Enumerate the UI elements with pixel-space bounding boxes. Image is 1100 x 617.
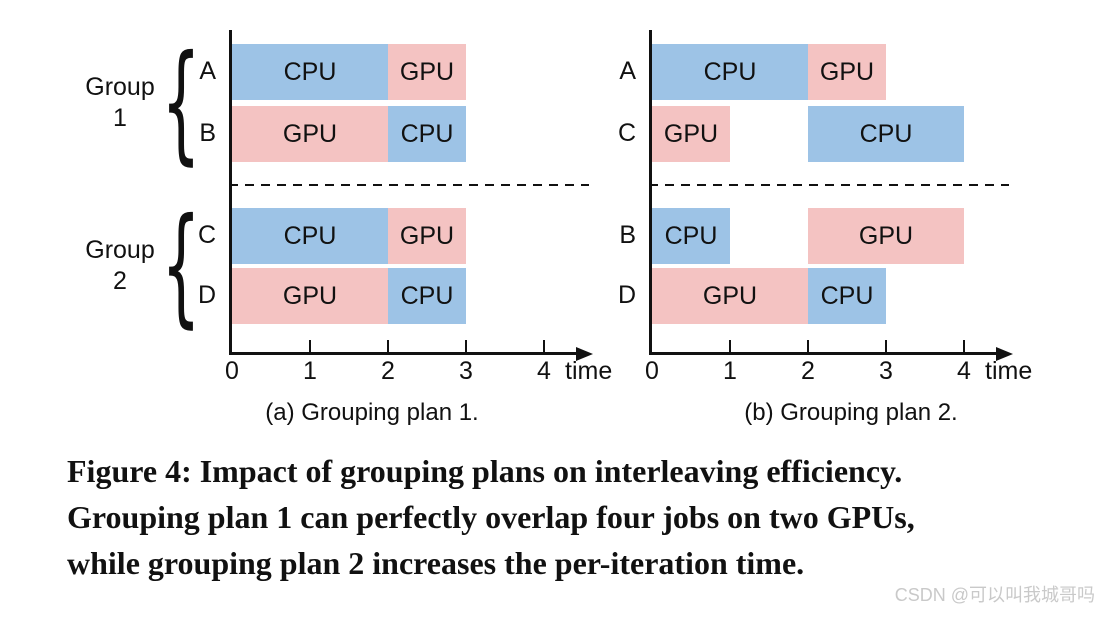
figure-caption-line-3: while grouping plan 2 increases the per-…	[67, 545, 805, 581]
subcaption-b: (b) Grouping plan 2.	[744, 399, 958, 426]
group-separator-dashed-line	[649, 184, 1009, 186]
axis-tick-label: 2	[381, 357, 395, 385]
axis-tick-label: 3	[879, 357, 893, 385]
y-axis-line	[229, 30, 232, 355]
bar-d-gpu: GPU	[652, 268, 808, 324]
group-label: Group 1	[76, 72, 164, 134]
axis-tick	[885, 340, 887, 352]
axis-tick-label: 0	[645, 357, 659, 385]
group-separator-dashed-line	[229, 184, 589, 186]
axis-tick	[543, 340, 545, 352]
row-label-c: C	[197, 221, 216, 249]
bar-d-cpu: CPU	[388, 268, 466, 324]
bar-c-cpu: CPU	[232, 208, 388, 264]
figure-caption: Figure 4: Impact of grouping plans on in…	[67, 448, 915, 586]
row-label-c: C	[617, 119, 636, 147]
axis-tick-label: 4	[957, 357, 971, 385]
bar-b-cpu: CPU	[652, 208, 730, 264]
bar-c-gpu: GPU	[388, 208, 466, 264]
axis-tick	[729, 340, 731, 352]
axis-tick	[963, 340, 965, 352]
group-label-line: 2	[113, 267, 127, 295]
figure-caption-line-2: Grouping plan 1 can perfectly overlap fo…	[67, 499, 915, 535]
subcaption-a: (a) Grouping plan 1.	[265, 399, 479, 426]
time-axis-arrowhead-icon	[996, 347, 1013, 361]
bar-a-cpu: CPU	[652, 44, 808, 100]
row-label-d: D	[617, 281, 636, 309]
bar-c-cpu: CPU	[808, 106, 964, 162]
bar-b-cpu: CPU	[388, 106, 466, 162]
group-label-line: 1	[113, 104, 127, 132]
csdn-watermark: CSDN @可以叫我城哥吗	[894, 585, 1095, 605]
bar-a-cpu: CPU	[232, 44, 388, 100]
y-axis-line	[649, 30, 652, 355]
axis-tick-label: 1	[303, 357, 317, 385]
axis-tick-label: 0	[225, 357, 239, 385]
time-axis-label: time	[985, 357, 1033, 385]
figure-caption-line-1: Figure 4: Impact of grouping plans on in…	[67, 453, 903, 489]
time-axis-arrowhead-icon	[576, 347, 593, 361]
time-axis-line	[229, 352, 577, 355]
bar-a-gpu: GPU	[388, 44, 466, 100]
group-label: Group 2	[76, 235, 164, 297]
axis-tick-label: 1	[723, 357, 737, 385]
axis-tick-label: 3	[459, 357, 473, 385]
axis-tick	[465, 340, 467, 352]
axis-tick	[309, 340, 311, 352]
bar-d-gpu: GPU	[232, 268, 388, 324]
bar-c-gpu: GPU	[652, 106, 730, 162]
row-label-d: D	[197, 281, 216, 309]
group-label-line: Group	[85, 73, 155, 101]
bar-a-gpu: GPU	[808, 44, 886, 100]
row-label-a: A	[619, 57, 636, 85]
axis-tick	[807, 340, 809, 352]
bar-b-gpu: GPU	[232, 106, 388, 162]
time-axis-label: time	[565, 357, 613, 385]
row-label-b: B	[199, 119, 216, 147]
bar-b-gpu: GPU	[808, 208, 964, 264]
axis-tick-label: 2	[801, 357, 815, 385]
time-axis-line	[649, 352, 997, 355]
axis-tick	[387, 340, 389, 352]
axis-tick-label: 4	[537, 357, 551, 385]
bar-d-cpu: CPU	[808, 268, 886, 324]
row-label-b: B	[619, 221, 636, 249]
row-label-a: A	[199, 57, 216, 85]
group-label-line: Group	[85, 236, 155, 264]
